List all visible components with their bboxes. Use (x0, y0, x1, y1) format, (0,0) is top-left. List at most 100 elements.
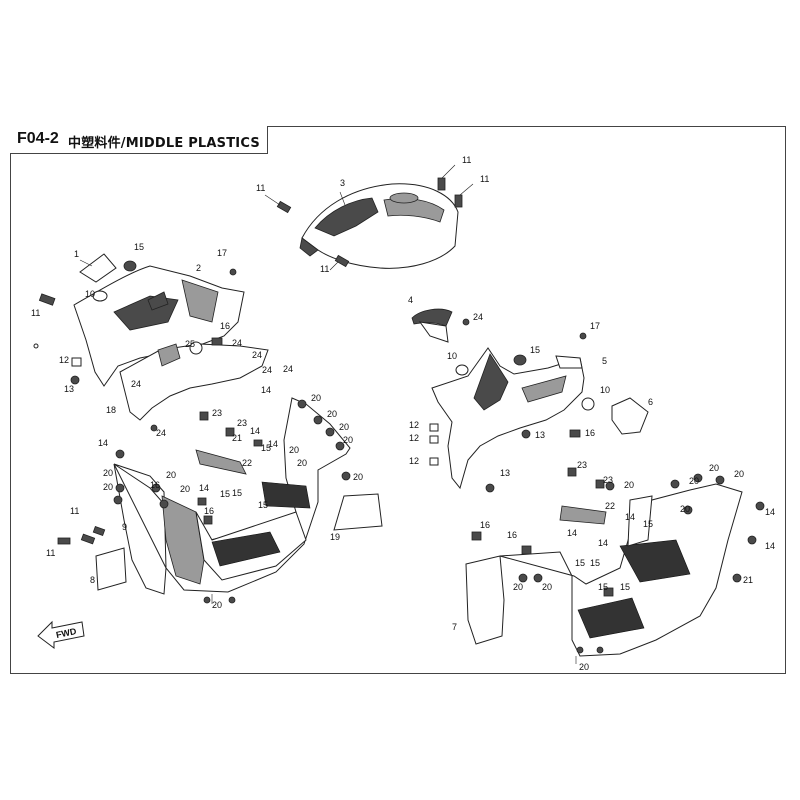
callout-20: 20 (212, 600, 222, 610)
callout-1: 1 (74, 249, 79, 259)
callout-5: 5 (602, 356, 607, 366)
callout-12: 12 (59, 355, 69, 365)
callout-24: 24 (252, 350, 262, 360)
callout-15: 15 (575, 558, 585, 568)
callout-19: 19 (330, 532, 340, 542)
right-side-panel-part-5 (431, 347, 585, 490)
left-fasteners (33, 260, 237, 432)
callout-11: 11 (462, 155, 471, 165)
bolt-group-top (264, 164, 474, 271)
callout-24: 24 (473, 312, 483, 322)
callout-20: 20 (103, 482, 113, 492)
callout-14: 14 (625, 512, 635, 522)
callout-14: 14 (598, 538, 608, 548)
callout-14: 14 (268, 439, 278, 449)
callout-25: 25 (185, 339, 195, 349)
callout-20: 20 (327, 409, 337, 419)
callout-10: 10 (85, 289, 95, 299)
callout-9: 9 (122, 522, 127, 532)
callout-14: 14 (250, 426, 260, 436)
callout-2: 2 (196, 263, 201, 273)
callout-4: 4 (408, 295, 413, 305)
right-panel-part-6 (611, 397, 649, 435)
callout-15: 15 (232, 488, 242, 498)
callout-18: 18 (106, 405, 116, 415)
callout-24: 24 (283, 364, 293, 374)
left-footwell-fasteners (113, 399, 351, 604)
callout-12: 12 (409, 456, 419, 466)
callout-23: 23 (237, 418, 247, 428)
callout-20: 20 (297, 458, 307, 468)
section-code: F04-2 (17, 130, 59, 147)
callout-14: 14 (98, 438, 108, 448)
callout-20: 20 (734, 469, 744, 479)
callout-24: 24 (262, 365, 272, 375)
callout-13: 13 (64, 384, 74, 394)
callout-20: 20 (311, 393, 321, 403)
callout-15: 15 (220, 489, 230, 499)
callout-20: 20 (180, 484, 190, 494)
callout-23: 23 (603, 475, 613, 485)
callout-16: 16 (204, 506, 214, 516)
callout-21: 21 (232, 433, 242, 443)
callout-15: 15 (590, 558, 600, 568)
callout-20: 20 (343, 435, 353, 445)
callout-22: 22 (605, 501, 615, 511)
callout-20: 20 (680, 504, 690, 514)
callout-24: 24 (131, 379, 141, 389)
callout-10: 10 (600, 385, 610, 395)
forward-direction-arrow: FWD (37, 620, 85, 649)
callout-15: 15 (134, 242, 144, 252)
callout-15: 15 (643, 519, 653, 529)
title-box: F04-2 中塑料件/MIDDLE PLASTICS (10, 126, 268, 154)
callout-11: 11 (256, 183, 265, 193)
right-trim-part-4 (411, 308, 470, 343)
callout-20: 20 (542, 582, 552, 592)
callout-15: 15 (261, 443, 271, 453)
callout-23: 23 (212, 408, 222, 418)
section-title: 中塑料件/MIDDLE PLASTICS (68, 136, 260, 151)
callout-3: 3 (340, 178, 345, 188)
callout-20: 20 (289, 445, 299, 455)
callout-21: 21 (743, 575, 753, 585)
callout-13: 13 (535, 430, 545, 440)
left-trim-part-8 (57, 525, 127, 591)
callout-15: 15 (620, 582, 630, 592)
callout-20: 20 (353, 472, 363, 482)
callout-13: 13 (500, 468, 510, 478)
callout-20: 20 (103, 468, 113, 478)
callout-16: 16 (480, 520, 490, 530)
callout-12: 12 (409, 420, 419, 430)
callout-22: 22 (242, 458, 252, 468)
callout-20: 20 (166, 470, 176, 480)
callout-11: 11 (46, 548, 55, 558)
callout-20: 20 (339, 422, 349, 432)
callout-20: 20 (689, 476, 699, 486)
callout-16: 16 (507, 530, 517, 540)
callout-20: 20 (513, 582, 523, 592)
callout-16: 16 (150, 480, 160, 490)
callout-6: 6 (648, 397, 653, 407)
callout-20: 20 (579, 662, 589, 672)
callout-12: 12 (409, 433, 419, 443)
callout-17: 17 (217, 248, 227, 258)
right-upper-fasteners (429, 332, 595, 493)
callout-15: 15 (258, 500, 268, 510)
right-footwell-fasteners (471, 467, 765, 654)
callout-11: 11 (31, 308, 40, 318)
callout-14: 14 (199, 483, 209, 493)
callout-14: 14 (567, 528, 577, 538)
callout-7: 7 (452, 622, 457, 632)
callout-14: 14 (765, 507, 775, 517)
callout-11: 11 (320, 264, 329, 274)
callout-20: 20 (709, 463, 719, 473)
callout-14: 14 (765, 541, 775, 551)
fwd-label: FWD (55, 626, 78, 640)
callout-16: 16 (585, 428, 595, 438)
left-inner-bracket-part-18 (119, 341, 269, 421)
left-trim-part-1 (79, 253, 117, 283)
callout-23: 23 (577, 460, 587, 470)
callout-15: 15 (530, 345, 540, 355)
